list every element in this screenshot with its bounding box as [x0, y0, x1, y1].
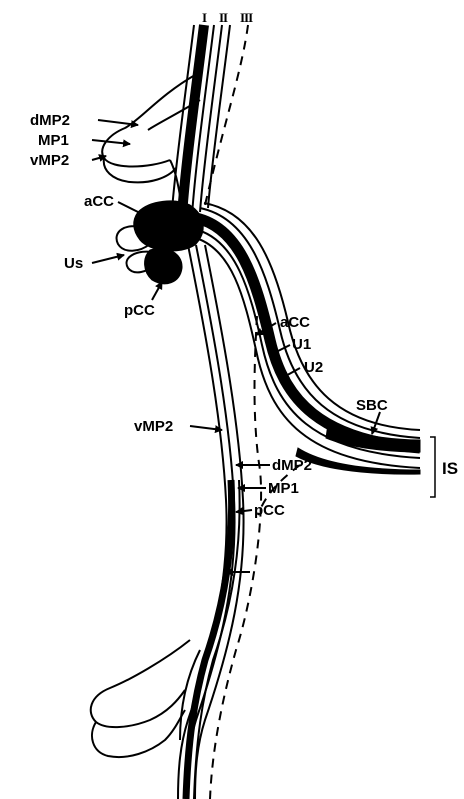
IS-bracket — [430, 437, 435, 497]
label-dMP2-axon: dMP2 — [272, 457, 312, 474]
label-aCC-axon: aCC — [280, 314, 310, 331]
label-pCC-body: pCC — [124, 302, 155, 319]
label-vMP2-axon: vMP2 — [134, 418, 173, 435]
label-pCC-axon: pCC — [254, 502, 285, 519]
pCC-cell-body — [145, 248, 182, 283]
label-MP1-top: MP1 — [38, 132, 69, 149]
label-MP1-axon: MP1 — [268, 480, 299, 497]
upper-longitudinal-bundle — [172, 25, 230, 215]
dashed-boundary-lower — [210, 300, 261, 799]
aCC-cell-body — [134, 201, 203, 251]
label-IS: IS — [442, 459, 458, 478]
label-dMP2-top: dMP2 — [30, 112, 70, 129]
tract-label-III: III — [240, 10, 253, 25]
label-Us: Us — [64, 255, 83, 272]
tract-label-I: I — [202, 10, 207, 25]
tract-label-II: II — [219, 10, 228, 25]
label-U1: U1 — [292, 336, 311, 353]
label-U2: U2 — [304, 359, 323, 376]
label-arrows — [92, 120, 380, 572]
label-SBC: SBC — [356, 397, 388, 414]
text-labels: dMP2 MP1 vMP2 aCC Us pCC aCC U1 U2 SBC I… — [30, 112, 458, 519]
label-vMP2-top: vMP2 — [30, 152, 69, 169]
lower-pioneer-axon — [186, 480, 232, 799]
label-aCC-body: aCC — [84, 193, 114, 210]
tract-labels: I II III — [202, 10, 253, 25]
